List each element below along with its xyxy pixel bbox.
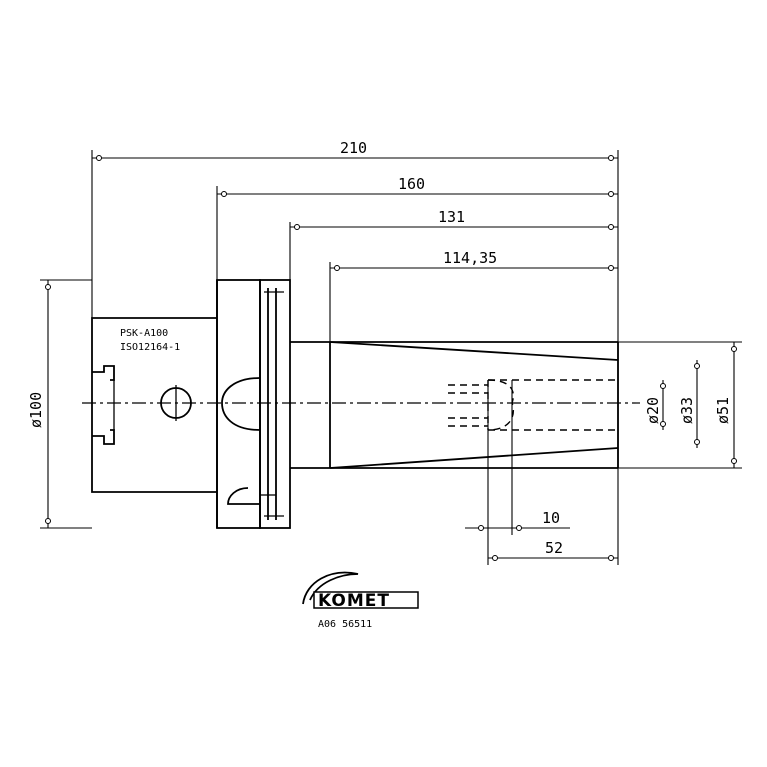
logo-brand: KOMET bbox=[318, 591, 390, 611]
dim-label-10: 10 bbox=[542, 509, 560, 527]
dimension-diameter-33 bbox=[694, 360, 700, 448]
dim-label-210: 210 bbox=[340, 139, 367, 157]
dimension-10 bbox=[465, 525, 570, 531]
dimension-diameter-51 bbox=[731, 342, 737, 468]
dim-label-diameter-20: ø20 bbox=[644, 397, 662, 424]
dim-label-131: 131 bbox=[438, 208, 465, 226]
logo-swoosh bbox=[302, 571, 359, 605]
dimension-114 bbox=[330, 265, 618, 271]
part-label-iso: ISO12164-1 bbox=[120, 342, 180, 353]
logo-code: A06 56511 bbox=[318, 619, 372, 630]
dim-label-diameter-51: ø51 bbox=[714, 397, 732, 424]
dimension-131 bbox=[290, 224, 618, 230]
dim-label-diameter-33: ø33 bbox=[678, 397, 696, 424]
dimension-210 bbox=[92, 155, 618, 161]
extension-lines bbox=[40, 150, 742, 565]
komet-logo: KOMET A06 56511 bbox=[302, 571, 419, 630]
dimension-diameter-100 bbox=[45, 280, 51, 528]
hsk-shank bbox=[91, 280, 218, 528]
dimension-160 bbox=[217, 191, 618, 197]
dim-label-52: 52 bbox=[545, 539, 563, 557]
dimension-diameter-20 bbox=[660, 380, 666, 430]
flange bbox=[216, 279, 291, 529]
part-label-hsk: PSK-A100 bbox=[120, 328, 168, 339]
tool-body bbox=[290, 341, 619, 469]
dim-label-160: 160 bbox=[398, 175, 425, 193]
dim-label-diameter-100: ø100 bbox=[27, 392, 45, 428]
bore-hidden-lines bbox=[448, 379, 618, 431]
dimension-52 bbox=[488, 555, 618, 561]
dim-label-114: 114,35 bbox=[443, 249, 497, 267]
